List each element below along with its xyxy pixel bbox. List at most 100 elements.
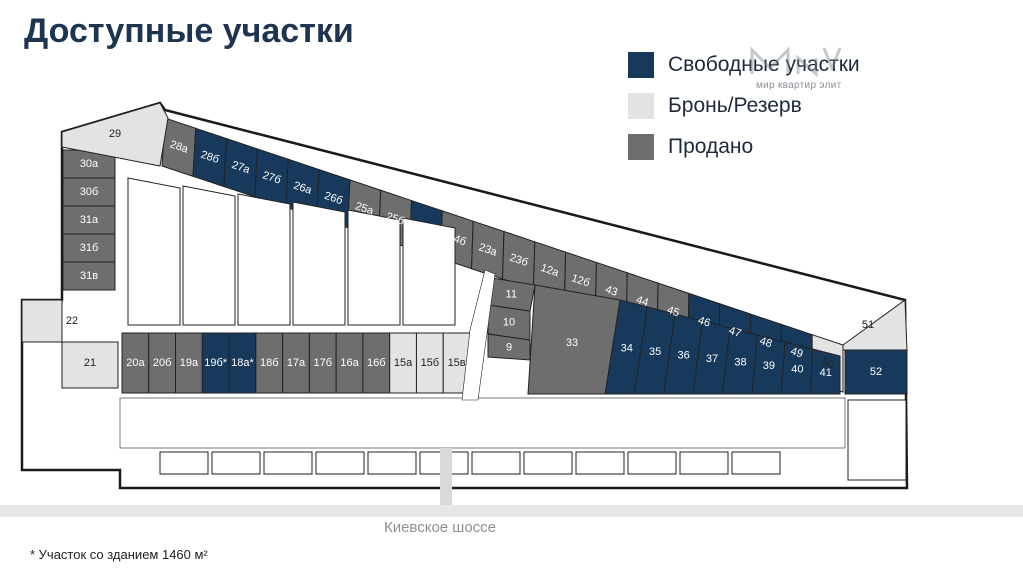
plot-label-45: 45 xyxy=(665,304,680,319)
plot-label-27b: 27б xyxy=(261,169,282,186)
road-diagonal xyxy=(461,269,496,401)
plot-label-28b: 28б xyxy=(199,149,220,166)
footnote: * Участок со зданием 1460 м² xyxy=(30,547,208,562)
road-south xyxy=(119,397,846,449)
plot-label-39: 39 xyxy=(763,360,775,372)
plot-label-17a: 17а xyxy=(287,357,306,369)
roads-layer xyxy=(0,269,1023,517)
plot-label-35: 35 xyxy=(649,346,661,358)
plot-22[interactable] xyxy=(21,299,63,343)
plot-label-51: 51 xyxy=(862,319,874,331)
plot-empty[interactable] xyxy=(127,177,181,326)
plot-label-33: 33 xyxy=(566,337,578,349)
plot-empty[interactable] xyxy=(523,451,573,475)
plot-label-20b: 20б xyxy=(153,357,172,369)
plot-label-12b: 12б xyxy=(570,272,591,289)
plot-label-19a: 19а xyxy=(180,357,199,369)
plot-label-46: 46 xyxy=(696,314,711,329)
plot-empty[interactable] xyxy=(237,193,291,326)
plot-empty[interactable] xyxy=(367,451,417,475)
plot-empty[interactable] xyxy=(679,451,729,475)
plot-empty[interactable] xyxy=(292,201,346,326)
legend-swatch-free xyxy=(628,52,654,78)
plot-label-28a: 28а xyxy=(168,138,190,155)
plot-label-15b: 15б xyxy=(421,357,440,369)
plot-empty[interactable] xyxy=(471,451,521,475)
plot-label-23b: 23б xyxy=(508,252,529,269)
plot-empty[interactable] xyxy=(575,451,625,475)
plot-empty[interactable] xyxy=(263,451,313,475)
plot-label-38: 38 xyxy=(734,357,746,369)
plot-label-36: 36 xyxy=(677,350,689,362)
plot-label-25b: 25б xyxy=(384,210,405,227)
plot-empty[interactable] xyxy=(347,209,401,326)
plot-41[interactable] xyxy=(810,348,841,395)
highway-band xyxy=(0,505,1023,517)
plot-label-31b: 31б xyxy=(80,242,99,254)
plot-31v[interactable] xyxy=(62,261,116,291)
plot-label-30a: 30а xyxy=(80,158,99,170)
plot-label-25a: 25а xyxy=(354,200,376,217)
legend-item-sold: Продано xyxy=(628,134,860,160)
plot-label-24b: 24б xyxy=(446,231,467,248)
plot-label-15a: 15а xyxy=(394,357,413,369)
plot-empty[interactable] xyxy=(315,451,365,475)
plot-9[interactable] xyxy=(487,333,531,361)
plot-label-37: 37 xyxy=(706,353,718,365)
plot-empty[interactable] xyxy=(182,185,236,326)
plot-label-11: 11 xyxy=(506,289,517,301)
plot-label-9: 9 xyxy=(506,342,512,354)
legend-swatch-reserved xyxy=(628,93,654,119)
highway-label: Киевское шоссе xyxy=(383,519,497,536)
plot-label-31v: 31в xyxy=(80,270,98,282)
plot-label-19b-star: 19б* xyxy=(204,357,228,369)
page-title: Доступные участки xyxy=(24,12,354,50)
plot-label-18a-star: 18а* xyxy=(231,357,254,369)
plot-label-23a: 23а xyxy=(477,241,499,258)
legend-label-sold: Продано xyxy=(668,135,754,158)
plot-empty[interactable] xyxy=(731,451,781,475)
plot-label-21: 21 xyxy=(84,357,96,369)
plot-label-10: 10 xyxy=(503,316,515,328)
plot-label-40: 40 xyxy=(791,364,803,376)
plot-empty[interactable] xyxy=(847,399,907,481)
plot-label-27a: 27а xyxy=(230,159,252,176)
plot-label-26b: 26б xyxy=(323,190,344,207)
legend: Свободные участки Бронь/Резерв Продано xyxy=(628,52,860,175)
plot-label-12a: 12а xyxy=(539,262,561,279)
plot-label-44: 44 xyxy=(635,294,650,309)
plot-label-52: 52 xyxy=(870,366,882,378)
plot-label-29: 29 xyxy=(109,128,121,140)
plot-label-49: 49 xyxy=(789,345,804,360)
watermark-logo-icon xyxy=(750,46,842,78)
legend-label-reserved: Бронь/Резерв xyxy=(668,94,802,117)
plot-label-50: 50 xyxy=(820,356,835,371)
legend-swatch-sold xyxy=(628,134,654,160)
plots-layer xyxy=(21,102,908,481)
plot-label-34: 34 xyxy=(621,343,633,355)
plot-label-18b: 18б xyxy=(260,357,279,369)
plot-label-16b: 16б xyxy=(367,357,386,369)
plot-labels-layer: 28а28б27а27б26а26б25а25б24а*24б23а23б12а… xyxy=(66,128,882,379)
plot-label-30b: 30б xyxy=(80,186,99,198)
plot-empty[interactable] xyxy=(211,451,261,475)
plot-21[interactable] xyxy=(61,341,119,389)
plot-label-22: 22 xyxy=(66,315,78,327)
plot-label-47: 47 xyxy=(727,325,742,340)
plot-52[interactable] xyxy=(844,349,908,395)
plot-label-16a: 16а xyxy=(340,357,359,369)
plot-label-43: 43 xyxy=(604,284,619,299)
plot-empty[interactable] xyxy=(402,217,456,326)
plot-empty[interactable] xyxy=(627,451,677,475)
plot-label-20a: 20а xyxy=(126,357,145,369)
legend-label-free: Свободные участки xyxy=(668,53,860,76)
plot-label-31a: 31а xyxy=(80,214,99,226)
plot-label-15v: 15в xyxy=(448,357,466,369)
plot-label-48: 48 xyxy=(758,335,773,350)
plot-empty[interactable] xyxy=(159,451,209,475)
plot-label-26a: 26а xyxy=(292,180,314,197)
plot-label-41: 41 xyxy=(820,367,832,379)
legend-item-reserved: Бронь/Резерв xyxy=(628,93,860,119)
plot-29[interactable] xyxy=(61,102,169,167)
plot-label-17b: 17б xyxy=(313,357,332,369)
